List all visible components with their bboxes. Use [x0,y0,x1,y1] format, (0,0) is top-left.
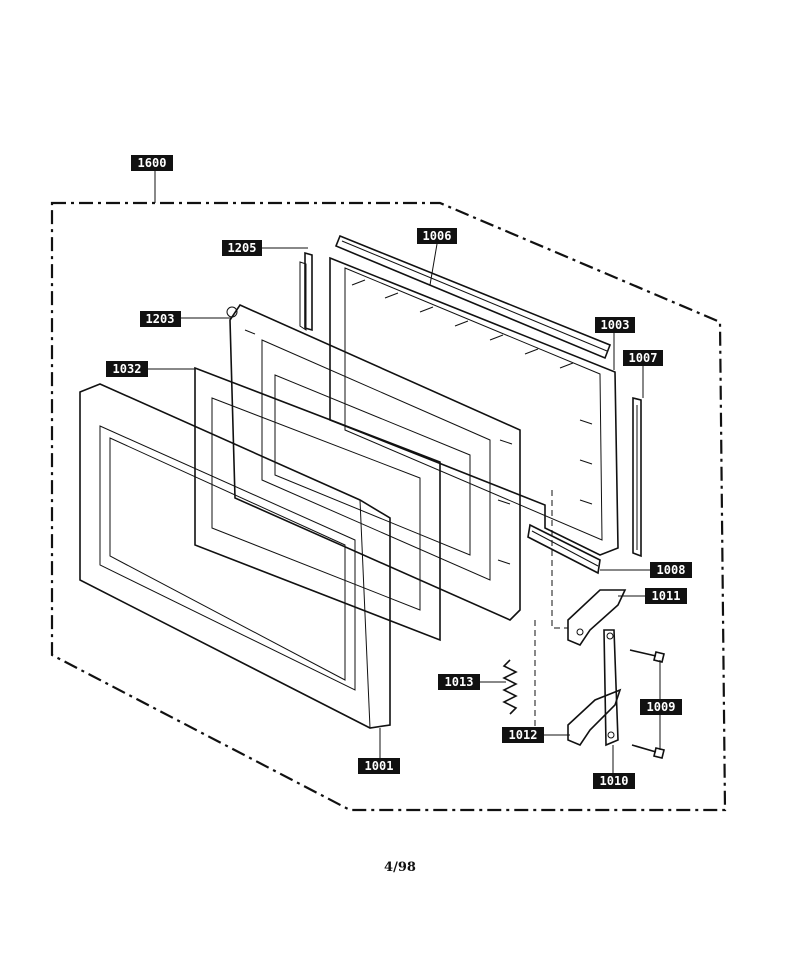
part-latch-1012 [567,688,622,746]
callout-1012: 1012 [502,727,544,743]
part-screws-1009 [629,649,665,759]
part-spring-1013 [502,659,518,715]
callout-1032: 1032 [106,361,148,377]
callout-1013: 1013 [438,674,480,690]
svg-text:1010: 1010 [600,774,629,788]
part-latch-1011 [567,589,627,646]
svg-text:1600: 1600 [138,156,167,170]
svg-text:1003: 1003 [601,318,630,332]
leader-lines [148,243,661,773]
part-inner-door-panel [226,303,521,621]
callout-1007: 1007 [623,350,663,366]
callout-1010: 1010 [593,773,635,789]
callout-1001: 1001 [358,758,400,774]
callout-1006: 1006 [417,228,457,244]
svg-text:1012: 1012 [509,728,538,742]
svg-text:1011: 1011 [652,589,681,603]
svg-text:1006: 1006 [423,229,452,243]
svg-text:1203: 1203 [146,312,175,326]
part-rod-1205 [299,251,313,332]
svg-text:1032: 1032 [113,362,142,376]
svg-text:1001: 1001 [365,759,394,773]
callout-1008: 1008 [650,562,692,578]
hardware-dashed-guides [534,490,568,736]
svg-text:1205: 1205 [228,241,257,255]
callout-1003: 1003 [595,317,635,333]
part-door-frame-1001 [79,383,391,729]
callout-1011: 1011 [645,588,687,604]
part-side-strip-1007 [632,396,642,558]
callout-1205: 1205 [222,240,262,256]
svg-text:1007: 1007 [629,351,658,365]
part-latch-lever-1010 [603,629,619,747]
assembly-boundary [50,201,727,812]
callout-1009: 1009 [640,699,682,715]
page-number: 4/98 [384,860,416,875]
callout-1600: 1600 [131,155,173,171]
part-top-trim-1006 [334,234,612,360]
callout-1203: 1203 [140,311,181,327]
part-inner-frame-1003 [329,256,619,556]
svg-text:1009: 1009 [647,700,676,714]
part-bottom-strip-1008 [527,523,601,575]
svg-text:1008: 1008 [657,563,686,577]
svg-text:1013: 1013 [445,675,474,689]
